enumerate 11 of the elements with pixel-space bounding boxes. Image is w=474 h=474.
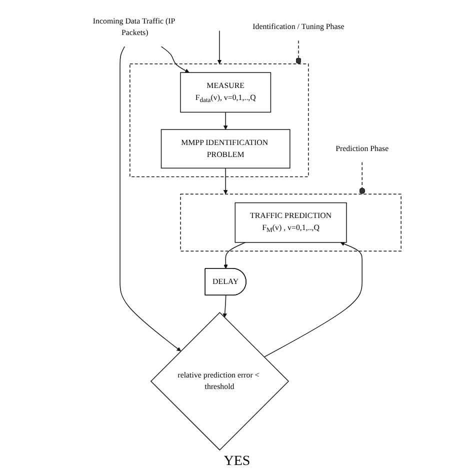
leader-line <box>296 40 302 64</box>
arrow <box>217 30 222 64</box>
branch-label: YES <box>224 454 250 470</box>
arrow <box>120 46 182 352</box>
arrow <box>224 242 246 269</box>
arrow <box>223 168 228 194</box>
arrow <box>160 46 190 73</box>
arrow <box>223 112 228 130</box>
arrow <box>222 295 227 318</box>
arrow <box>264 242 362 358</box>
leader-line <box>359 162 366 194</box>
